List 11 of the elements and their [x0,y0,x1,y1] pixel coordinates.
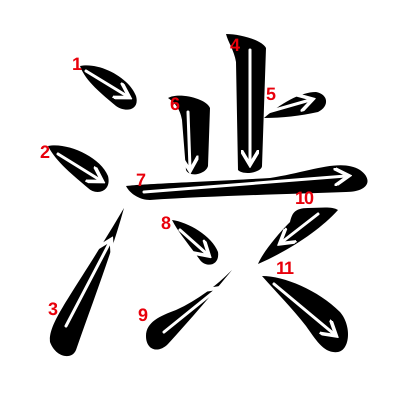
stroke-number: 1 [72,55,82,73]
stroke-number: 7 [136,171,146,189]
stroke-number: 11 [276,259,294,277]
stroke-number: 6 [170,95,180,113]
stroke-number: 8 [161,214,170,232]
stroke-number: 5 [266,85,276,103]
stroke-number: 2 [40,143,50,161]
stroke-number: 10 [295,189,314,207]
stroke-number: 9 [138,306,148,324]
stroke-number: 3 [48,300,58,318]
stroke-number: 4 [230,36,240,54]
